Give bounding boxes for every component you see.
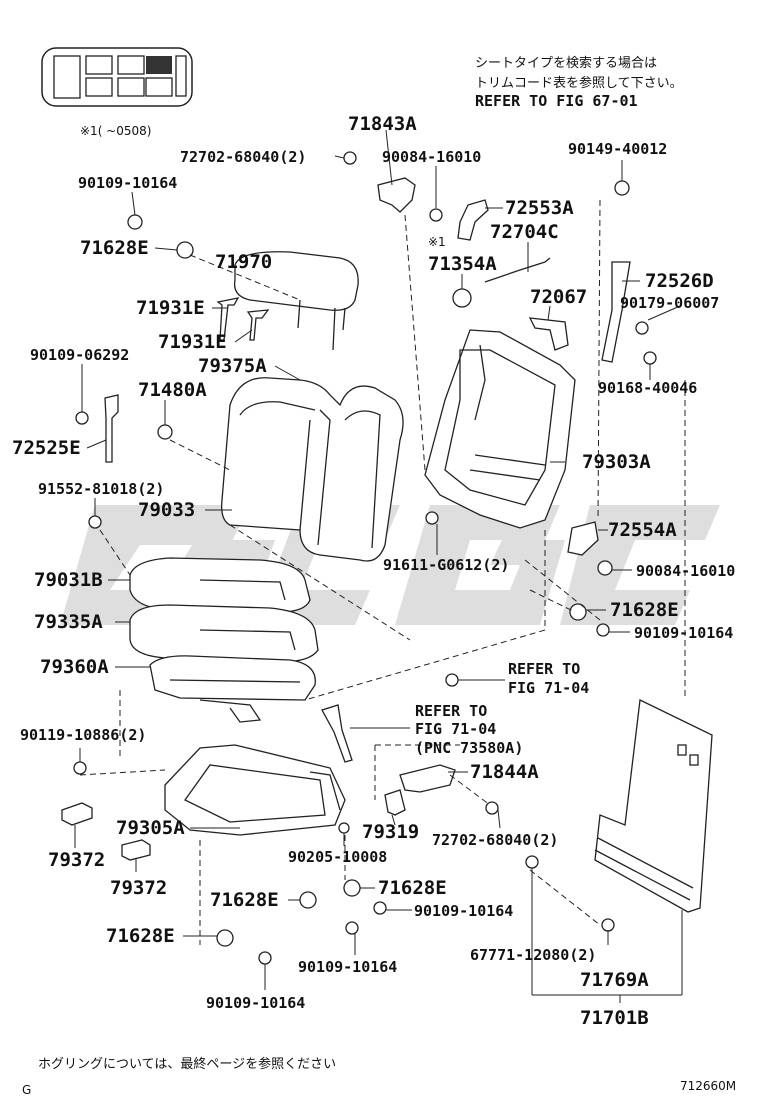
label-90109-10164-d: 90109-10164	[298, 958, 397, 976]
pad-79372-b	[121, 839, 151, 861]
figure-id: 712660M	[680, 1079, 736, 1093]
bracket-72554A	[567, 521, 599, 556]
label-90205-10008: 90205-10008	[288, 848, 387, 866]
bracket-72067	[528, 317, 569, 351]
label-71931E-b: 71931E	[158, 331, 227, 353]
label-90149-40012: 90149-40012	[568, 140, 667, 158]
label-refer-7104-b1: REFER TO	[415, 702, 487, 720]
label-79372-a: 79372	[48, 849, 105, 871]
label-79372-b: 79372	[110, 877, 167, 899]
fasteners	[73, 151, 657, 965]
label-91611-G0612: 91611-G0612(2)	[383, 556, 509, 574]
cable-72704C	[484, 257, 551, 283]
label-refer-7104-b3: (PNC 73580A)	[415, 739, 523, 757]
seat-layout-icon	[41, 47, 193, 107]
bracket-71843A	[377, 177, 416, 213]
label-79335A: 79335A	[34, 611, 103, 633]
label-71931E-a: 71931E	[136, 297, 205, 319]
label-79033: 79033	[138, 499, 195, 521]
label-72526D: 72526D	[645, 270, 714, 292]
label-67771-12080: 67771-12080(2)	[470, 946, 596, 964]
label-refer-7104-a1: REFER TO	[508, 660, 580, 678]
label-90119-10886: 90119-10886(2)	[20, 726, 146, 744]
note-mark: ※1( ~0508)	[80, 124, 151, 138]
label-91552-81018: 91552-81018(2)	[38, 480, 164, 498]
label-71628E-b: 71628E	[610, 599, 679, 621]
label-90168-40046: 90168-40046	[598, 379, 697, 397]
label-72553A: 72553A	[505, 197, 574, 219]
bracket-79319	[384, 789, 406, 816]
label-90109-10164-b: 90109-10164	[634, 624, 733, 642]
label-71628E-c: 71628E	[378, 877, 447, 899]
label-71844A: 71844A	[470, 761, 539, 783]
label-refer-7104-b2: FIG 71-04	[415, 720, 496, 738]
label-79303A: 79303A	[582, 451, 651, 473]
label-72525E: 72525E	[12, 437, 81, 459]
headrest	[233, 251, 359, 351]
label-90084-16010-b: 90084-16010	[636, 562, 735, 580]
label-79375A: 79375A	[198, 355, 267, 377]
footer-code: G	[22, 1083, 31, 1097]
label-71843A: 71843A	[348, 113, 417, 135]
label-90179-06007: 90179-06007	[620, 294, 719, 312]
reference-lines	[79, 199, 686, 945]
part-labels: 71843A 72702-68040(2) 90084-16010 90149-…	[12, 113, 735, 1029]
label-71628E-a: 71628E	[80, 237, 149, 259]
label-90084-16010-top: 90084-16010	[382, 148, 481, 166]
label-90109-06292: 90109-06292	[30, 346, 129, 364]
label-71701B: 71701B	[580, 1007, 649, 1029]
label-79319: 79319	[362, 821, 419, 843]
leader-lines	[74, 129, 683, 1003]
label-71970: 71970	[215, 251, 272, 273]
seat-back	[221, 377, 404, 562]
bracket-72553A	[457, 199, 489, 241]
label-71354A: 71354A	[428, 253, 497, 275]
cover-71844A	[399, 764, 456, 793]
label-90109-10164-e: 90109-10164	[206, 994, 305, 1012]
label-71769A: 71769A	[580, 969, 649, 991]
strap-72526D	[601, 261, 631, 363]
label-79360A: 79360A	[40, 656, 109, 678]
label-71628E-e: 71628E	[106, 925, 175, 947]
pad-79372-a	[61, 802, 93, 826]
label-71480A: 71480A	[138, 379, 207, 401]
label-mark1: ※1	[428, 235, 446, 249]
back-board-71769A	[594, 699, 713, 913]
label-90109-10164-c: 90109-10164	[414, 902, 513, 920]
label-79305A: 79305A	[116, 817, 185, 839]
label-79031B: 79031B	[34, 569, 103, 591]
buckle	[321, 704, 353, 763]
belt-72525E	[104, 394, 119, 463]
label-72554A: 72554A	[608, 519, 677, 541]
label-refer-7104-a2: FIG 71-04	[508, 679, 589, 697]
label-72702-68040-top: 72702-68040(2)	[180, 148, 306, 166]
seat-cushion	[129, 557, 319, 723]
seat-frame	[164, 744, 346, 836]
label-72704C: 72704C	[490, 221, 559, 243]
label-90109-10164-a: 90109-10164	[78, 174, 177, 192]
header-jp-line2: トリムコード表を参照して下さい。	[475, 75, 683, 91]
header-jp-line1: シートタイプを検索する場合は	[475, 56, 657, 71]
label-72702-68040-bot: 72702-68040(2)	[432, 831, 558, 849]
header-refer: REFER TO FIG 67-01	[475, 92, 638, 110]
footer-jp-note: ホグリングについては、最終ページを参照ください	[38, 1056, 336, 1072]
label-72067: 72067	[530, 286, 587, 308]
label-71628E-d: 71628E	[210, 889, 279, 911]
back-frame	[424, 329, 576, 529]
